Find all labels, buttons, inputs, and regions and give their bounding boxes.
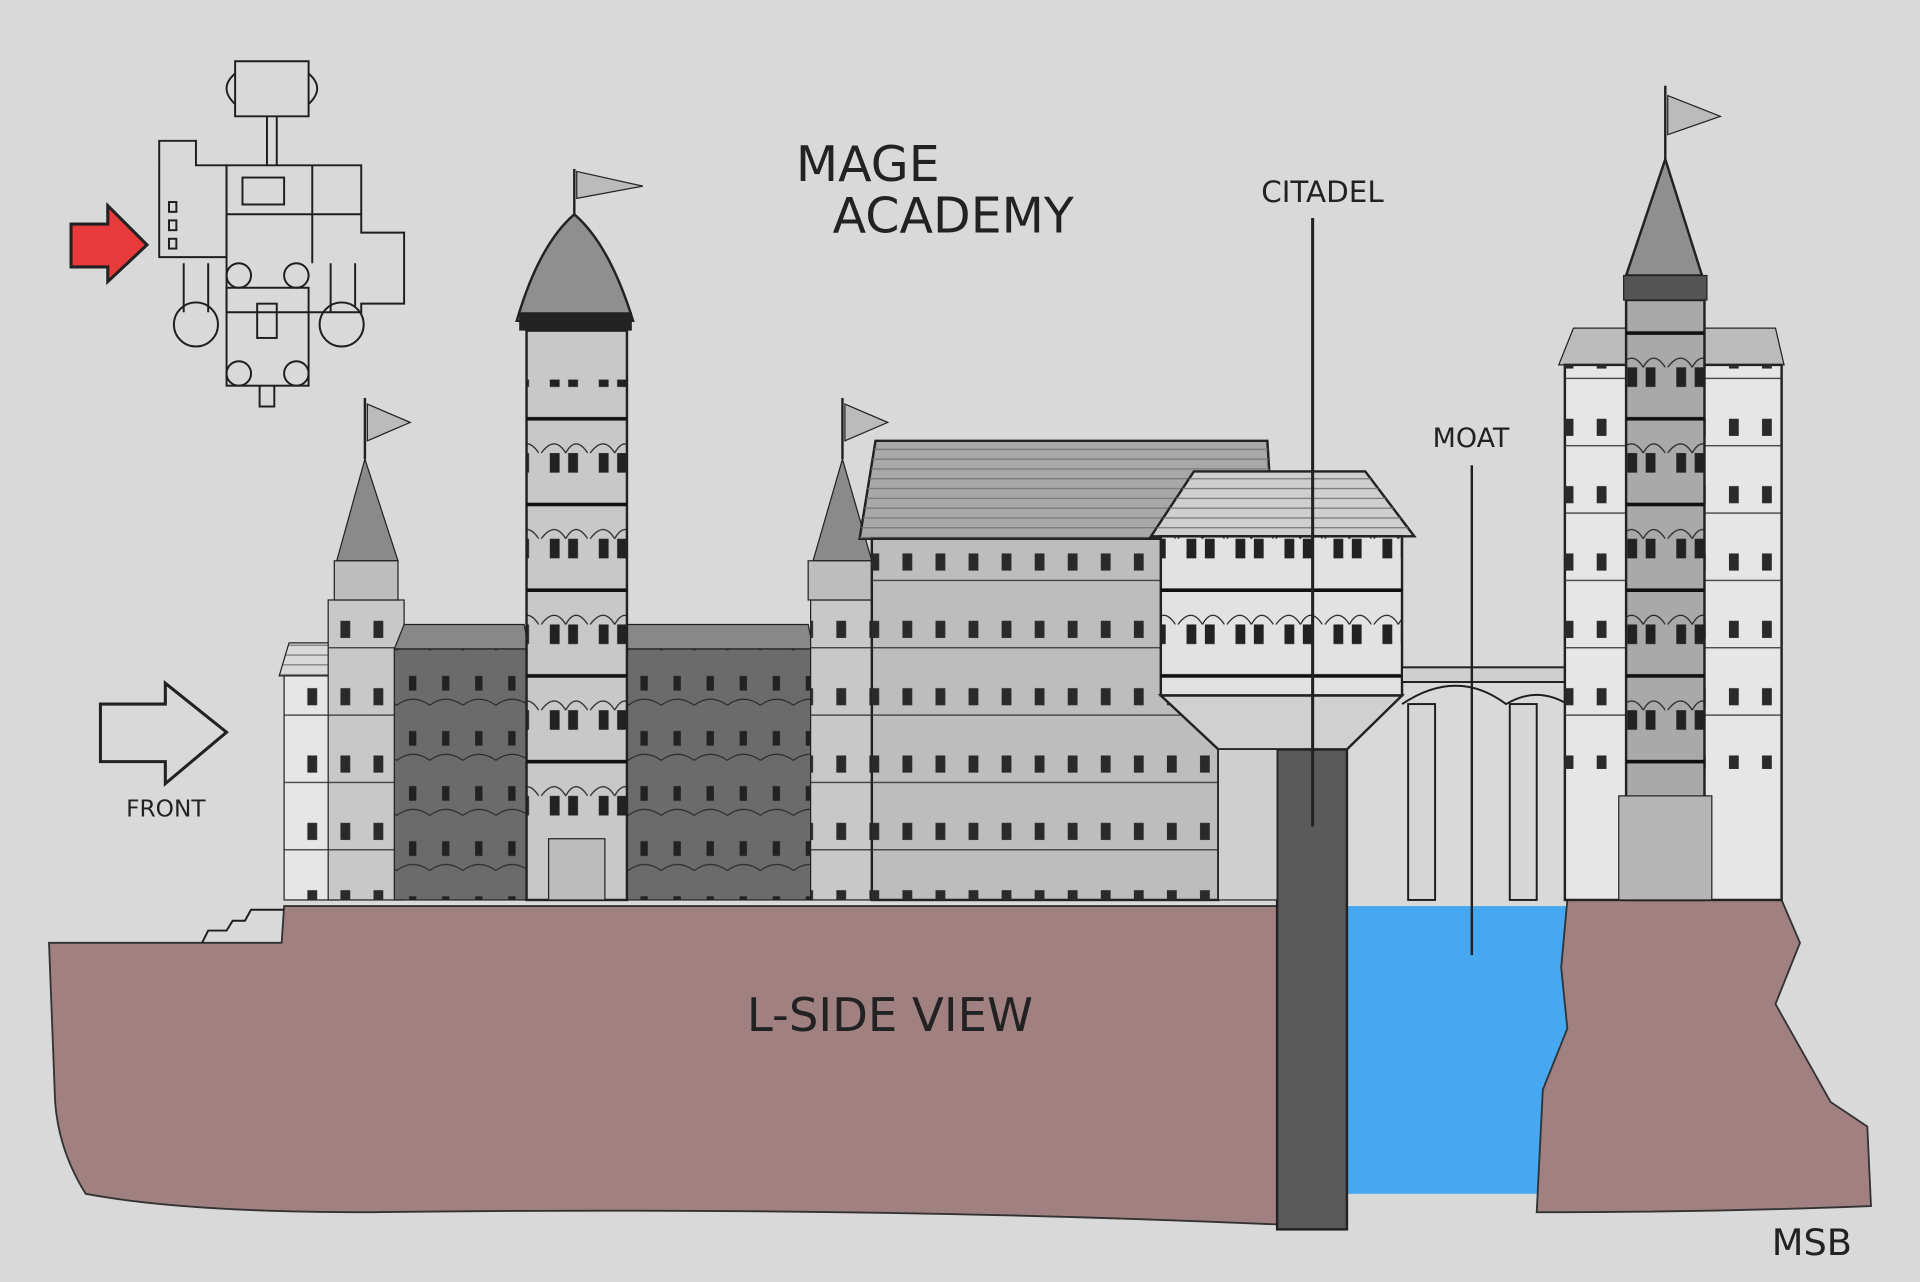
dark-wing-left bbox=[393, 623, 530, 901]
front-label: FRONT bbox=[126, 796, 206, 823]
front-arrow-icon bbox=[98, 680, 229, 787]
moat-label: MOAT bbox=[1433, 423, 1510, 454]
moat-water bbox=[1346, 906, 1568, 1194]
citadel-pillar bbox=[1275, 748, 1349, 1231]
steps bbox=[201, 908, 285, 944]
floor-plan-minimap bbox=[158, 60, 406, 408]
citadel-label: CITADEL bbox=[1261, 175, 1384, 209]
signature: MSB bbox=[1772, 1221, 1852, 1264]
aqueduct-bridge bbox=[1401, 666, 1569, 901]
left-tower bbox=[327, 397, 412, 901]
right-tower bbox=[1557, 85, 1785, 902]
right-cliff bbox=[1535, 899, 1872, 1214]
title-line2: ACADEMY bbox=[833, 188, 1074, 245]
right-small-tower bbox=[807, 397, 890, 901]
dark-wing-right bbox=[621, 623, 814, 901]
central-tower bbox=[515, 168, 644, 902]
citadel bbox=[1148, 470, 1417, 901]
ground bbox=[48, 905, 1279, 1226]
red-direction-arrow-icon bbox=[69, 202, 150, 286]
view-label: L-SIDE VIEW bbox=[747, 988, 1033, 1042]
title-line1: MAGE bbox=[796, 136, 940, 193]
